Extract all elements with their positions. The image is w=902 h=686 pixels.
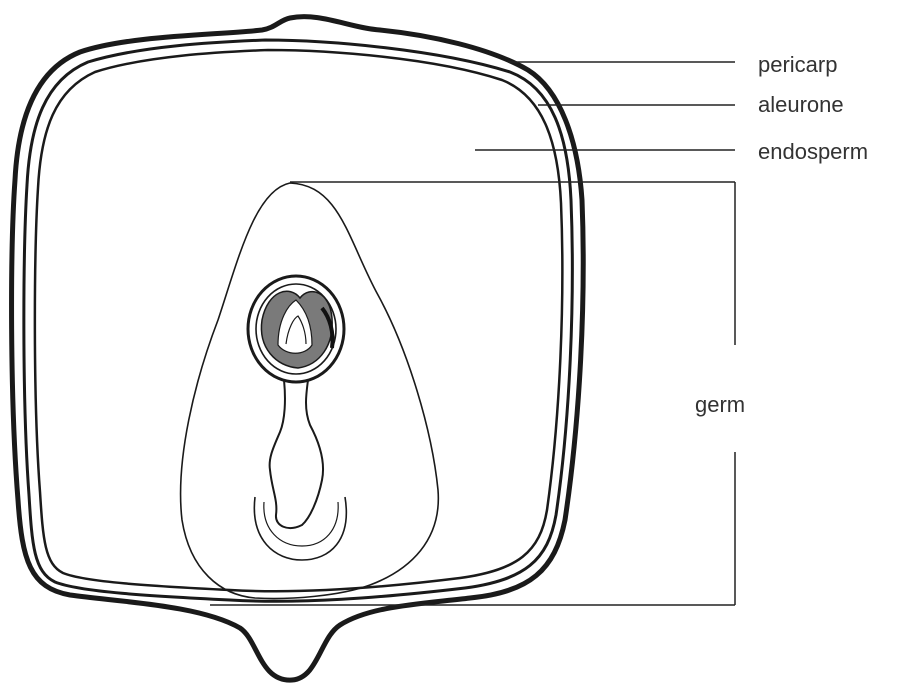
aleurone-label: aleurone: [758, 93, 844, 117]
germ-label: germ: [695, 393, 745, 417]
endosperm-label: endosperm: [758, 140, 868, 164]
pericarp-label: pericarp: [758, 53, 837, 77]
